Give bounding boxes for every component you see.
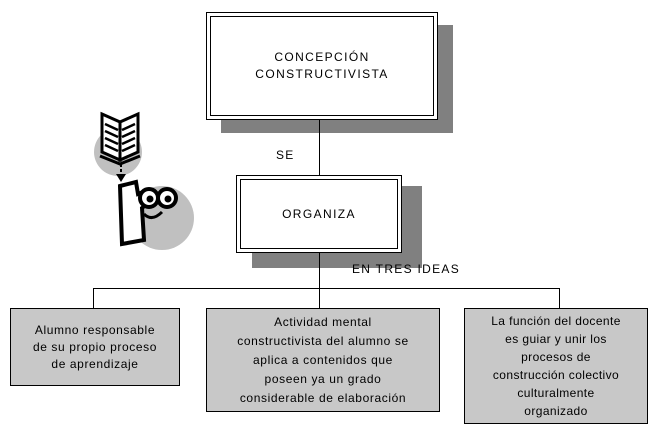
open-book-icon: [94, 111, 142, 182]
connector-middle-branch: [319, 253, 320, 288]
connector-top-middle: [319, 120, 320, 175]
clipart-group: [92, 100, 200, 252]
idea-box-3: La función del docente es guiar y unir l…: [464, 308, 648, 424]
branch-drop-left: [93, 288, 94, 308]
branch-horizontal-line: [93, 288, 560, 289]
top-node-label: CONCEPCIÓN CONSTRUCTIVISTA: [255, 50, 389, 81]
idea-1-text: Alumno responsable de su propio proceso …: [32, 322, 158, 371]
middle-node: ORGANIZA: [236, 175, 402, 253]
branch-drop-center: [319, 288, 320, 308]
top-node: CONCEPCIÓN CONSTRUCTIVISTA: [206, 12, 438, 120]
idea-box-1: Alumno responsable de su propio proceso …: [10, 308, 180, 386]
idea-3-text: La función del docente es guiar y unir l…: [491, 314, 621, 418]
middle-node-label: ORGANIZA: [282, 207, 356, 221]
clipart-svg: [94, 111, 194, 250]
branch-drop-right: [559, 288, 560, 308]
idea-2-text: Actividad mental constructivista del alu…: [237, 314, 409, 405]
cartoon-reader-icon: [117, 179, 194, 250]
idea-box-2: Actividad mental constructivista del alu…: [206, 308, 440, 412]
edge-label-se: SE: [276, 148, 295, 162]
edge-label-en-tres-ideas: EN TRES IDEAS: [352, 262, 461, 276]
